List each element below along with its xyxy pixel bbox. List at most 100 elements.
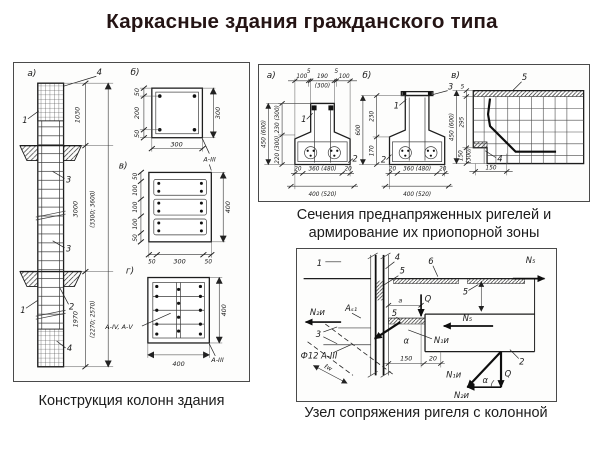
view-label-b: б) <box>130 68 139 78</box>
slide-title: Каркасные здания гражданского типа <box>106 10 498 33</box>
column-top-mesh <box>37 82 65 122</box>
caption-rigel: Сечения преднапряженных ригелей и армиро… <box>258 206 590 242</box>
dim-b-50-bot: 50 <box>133 130 141 138</box>
node-part-2: 2 <box>519 356 524 366</box>
node-lower-beam <box>388 313 535 353</box>
dim-a-100l: 100 <box>296 74 307 80</box>
view-label-a: а) <box>27 69 36 79</box>
dim-rb-600: 600 <box>356 124 362 135</box>
caption-rigel-line2: армирование их приопорной зоны <box>308 225 540 241</box>
dim-v-b50b: 50 <box>205 260 213 266</box>
column-panel: а) <box>13 62 250 382</box>
rig-view-b: б) <box>362 71 371 81</box>
rig-a-part-1: 1 <box>301 114 306 124</box>
q-label: Q <box>425 293 432 303</box>
dim-a-300p: (300) <box>315 84 330 90</box>
dim-1030: 1030 <box>73 107 81 123</box>
rig-a-part-2: 2 <box>352 154 357 164</box>
dim-a-450: 450 (600) <box>261 120 267 148</box>
part-label-4-top: 4 <box>97 67 102 77</box>
alpha-joint-label: α <box>404 336 410 346</box>
part-label-1-lower: 1 <box>20 305 25 315</box>
dim-a-100r: 100 <box>339 74 350 80</box>
rig-b-part-2: 2 <box>381 155 386 165</box>
node-inclined-bars <box>307 323 395 376</box>
steel-grade-a3-b: А-III <box>202 156 216 164</box>
dim-3000: 3000 <box>71 201 79 217</box>
node-part-1: 1 <box>317 258 322 268</box>
rig-b-part-1: 1 <box>394 100 399 110</box>
node-weld-plate-1 <box>393 278 459 284</box>
rig-b-part-3: 3 <box>448 82 453 92</box>
n2u-label: N₂и <box>310 307 326 317</box>
joint-node-panel: а Q 150 20 ℓw N₅ N₅ N₂и <box>296 248 557 402</box>
dim-rb-20l: 20 <box>389 166 397 172</box>
dim-g-width-400: 400 <box>172 360 184 368</box>
dim-a-label: а <box>398 296 402 304</box>
node-beam-top <box>388 277 536 352</box>
dim-rb-400: 400 (520) <box>403 192 431 198</box>
node-part-labels: 1 4 5 6 5 5 Аₛ₁ 3 Ф12 А-III 2 <box>301 252 525 367</box>
part-label-4-bottom: 4 <box>67 343 72 353</box>
rigel-b-outline <box>388 94 446 166</box>
dim-a-360: 360 (480) <box>308 166 336 172</box>
node-dims: а Q 150 20 ℓw <box>312 280 485 384</box>
view-label-v: в) <box>119 161 128 171</box>
joint-node-drawing: а Q 150 20 ℓw N₅ N₅ N₂и <box>301 252 546 400</box>
node-as1-label: Аₛ₁ <box>344 303 357 313</box>
dim-a-20l: 20 <box>294 166 302 172</box>
section-b-300x300: б) 50 200 50 300 300 А-III <box>130 68 222 171</box>
column-dimensions: 1030 3000 (3300; 3600) 1970 (2270; 2570) <box>63 80 114 370</box>
dim-150: 150 <box>400 355 412 363</box>
rigel-v-seat <box>472 141 488 149</box>
node-part-6: 6 <box>428 256 433 266</box>
rigel-section-a: а) 100 5 190 <box>261 69 358 198</box>
node-shelf-hatch <box>388 317 426 325</box>
dim-a-20r: 20 <box>344 166 352 172</box>
corbel-upper <box>19 145 83 161</box>
node-left-slab <box>303 277 371 346</box>
node-f12-label: Ф12 А-III <box>301 351 338 361</box>
dim-rb-360: 360 (480) <box>403 166 431 172</box>
dim-b-width-300: 300 <box>170 141 182 149</box>
dim-b-200: 200 <box>133 107 141 119</box>
section-g-bars <box>155 284 202 336</box>
dim-rv-b150: 150 <box>486 165 497 171</box>
rigel-a-outline <box>294 102 351 166</box>
rigel-v-bent-bar <box>486 98 557 153</box>
dim-a-5r: 5 <box>334 69 338 75</box>
triangle-n2u-label: N₂и <box>454 390 470 400</box>
dim-rv-295: 295 <box>459 116 465 127</box>
rigel-sections-panel: а) 100 5 190 <box>258 64 590 202</box>
section-g-rebar <box>152 282 205 339</box>
dim-a-5l: 5 <box>307 69 311 75</box>
dim-v-b50a: 50 <box>148 260 156 266</box>
node-forces: N₅ N₅ N₂и α N₁и <box>304 255 546 346</box>
break-marks <box>35 210 66 320</box>
node-column <box>367 252 391 378</box>
dim-v-100c: 100 <box>133 218 139 229</box>
view-label-g: г) <box>126 267 134 277</box>
n5-top-label: N₅ <box>526 255 536 265</box>
node-part-5-shelf: 5 <box>392 308 397 318</box>
column-drawing: а) <box>19 67 232 370</box>
part-label-3-mid: 3 <box>66 244 71 254</box>
column-bottom-mesh <box>37 328 65 368</box>
dim-rb-230: 230 <box>370 110 376 121</box>
dim-b-50-top: 50 <box>133 88 141 96</box>
steel-grade-a4-a5: А-IV, А-V <box>104 323 133 331</box>
node-weld-plate-2 <box>467 278 525 284</box>
corbel-lower <box>19 270 83 287</box>
dim-20: 20 <box>429 355 437 363</box>
dim-rv-300p: (300) <box>466 148 472 163</box>
rig-view-a: а) <box>267 71 276 81</box>
dim-1970: 1970 <box>71 311 79 327</box>
dim-v-100a: 100 <box>133 184 139 195</box>
rigel-section-v: в) 5 4 5 <box>450 71 585 176</box>
caption-node: Узел сопряжения ригеля с колонной <box>304 405 548 421</box>
dim-1970-alt: (2270; 2570) <box>90 300 96 338</box>
dim-v-height-400: 400 <box>224 201 232 213</box>
node-column-hatch <box>376 280 383 301</box>
section-v-300x400: в) 50 100 <box>119 161 232 265</box>
